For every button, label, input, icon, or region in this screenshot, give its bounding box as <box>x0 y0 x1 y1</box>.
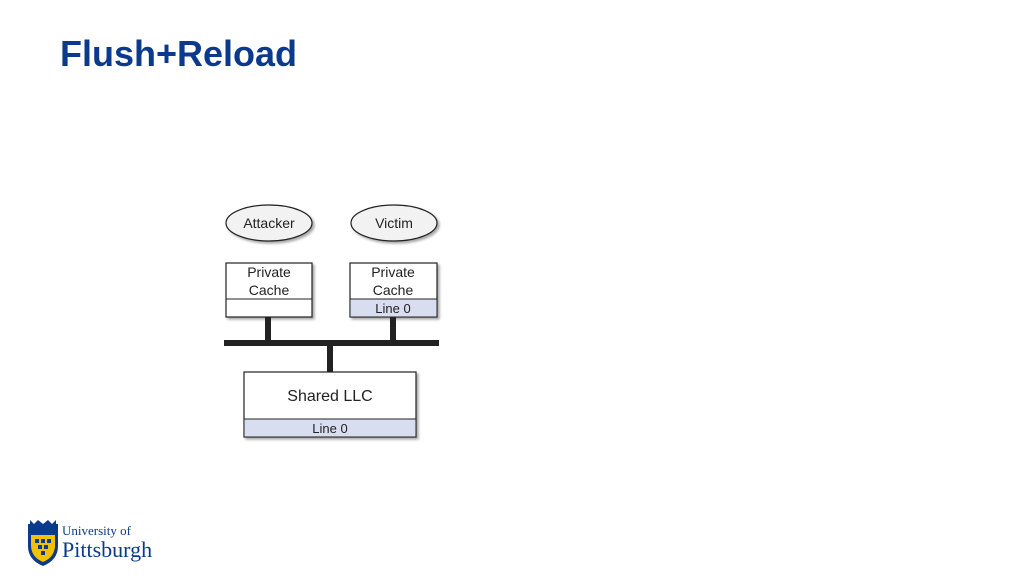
victim-cache-label-line2: Cache <box>373 282 414 298</box>
attacker-private-cache: Private Cache <box>225 262 313 318</box>
attacker-cache-label-line1: Private <box>247 264 291 280</box>
slide-title: Flush+Reload <box>60 33 298 74</box>
victim-label: Victim <box>375 215 413 231</box>
llc-connector <box>327 343 333 373</box>
attacker-cache-label-line2: Cache <box>249 282 290 298</box>
university-wordmark: University of Pittsburgh <box>62 524 152 562</box>
shared-llc: Shared LLC Line 0 <box>243 371 417 438</box>
attacker-cache-connector <box>265 317 271 343</box>
attacker-node: Attacker <box>225 204 313 242</box>
logo-line2: Pittsburgh <box>62 537 153 562</box>
victim-cache-label-line1: Private <box>371 264 415 280</box>
university-shield-logo <box>28 520 58 566</box>
victim-node: Victim <box>350 204 438 242</box>
shield-icon <box>28 520 58 566</box>
victim-private-cache: Private Cache Line 0 <box>349 262 438 318</box>
victim-cache-line-label: Line 0 <box>375 301 410 316</box>
llc-line-slot <box>243 418 417 438</box>
bus <box>224 317 439 373</box>
llc-line-label: Line 0 <box>312 421 347 436</box>
logo-line1: University of <box>62 523 131 538</box>
attacker-label: Attacker <box>243 215 295 231</box>
llc-label: Shared LLC <box>287 388 372 405</box>
victim-cache-connector <box>390 317 396 343</box>
